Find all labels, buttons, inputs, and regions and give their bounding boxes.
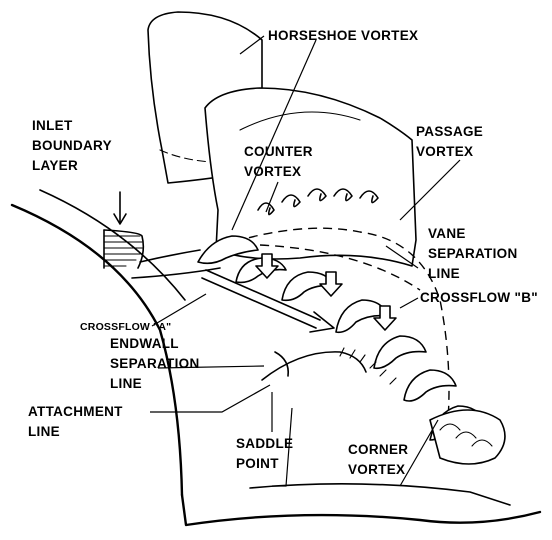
label-vane-separation: SEPARATION — [428, 246, 518, 261]
label-layer: LAYER — [32, 158, 78, 173]
crossflow-arrows — [256, 254, 396, 330]
endwall-bottom-edge — [182, 495, 540, 525]
label-attachment-line: LINE — [28, 424, 60, 439]
label-saddle: SADDLE — [236, 436, 293, 451]
label-corner: CORNER — [348, 442, 408, 457]
label-endwall: ENDWALL — [110, 336, 179, 351]
label-inlet: INLET — [32, 118, 73, 133]
label-crossflow-a: CROSSFLOW "A" — [80, 321, 171, 333]
label-boundary: BOUNDARY — [32, 138, 112, 153]
label-saddle-point: POINT — [236, 456, 279, 471]
label-passage: PASSAGE — [416, 124, 483, 139]
label-corner-vortex: VORTEX — [348, 462, 405, 477]
label-passage-vortex: VORTEX — [416, 144, 473, 159]
label-counter-vortex: VORTEX — [244, 164, 301, 179]
endwall-bottom-edge-2 — [250, 484, 510, 505]
endwall-inner-arc — [40, 190, 185, 300]
inlet-boundary-layer-profile — [104, 192, 143, 268]
label-vane-line: LINE — [428, 266, 460, 281]
label-vane: VANE — [428, 226, 466, 241]
label-endwall-line: LINE — [110, 376, 142, 391]
corner-vortex-tube — [430, 410, 505, 464]
label-crossflow-b: CROSSFLOW "B" — [420, 290, 538, 305]
label-counter: COUNTER — [244, 144, 313, 159]
label-horseshoe-vortex: HORSESHOE VORTEX — [268, 28, 418, 43]
label-attachment: ATTACHMENT — [28, 404, 123, 419]
label-endwall-separation: SEPARATION — [110, 356, 200, 371]
